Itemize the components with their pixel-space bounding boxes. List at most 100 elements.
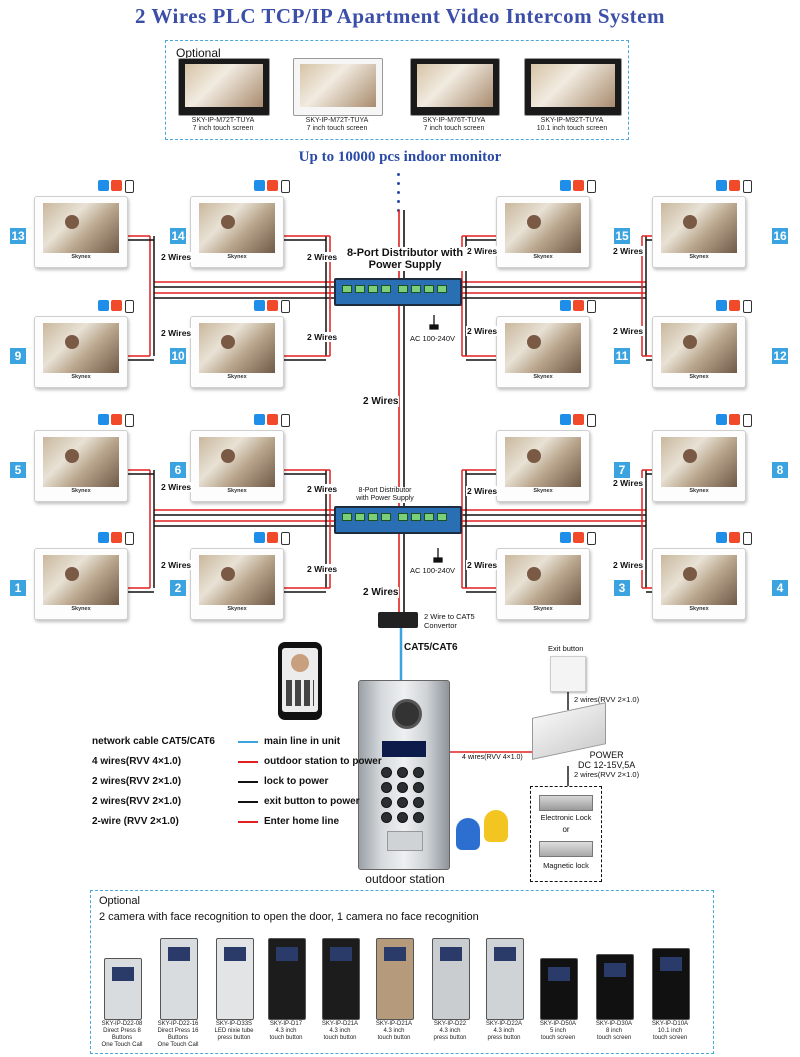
wires-rvv2-exit: 2 wires(RVV 2×1.0) — [574, 695, 640, 704]
indoor-monitor: Skynex — [652, 196, 746, 268]
monitor-brand: Skynex — [689, 488, 709, 494]
wires-rvv4: 4 wires(RVV 4×1.0) — [462, 754, 523, 761]
door-station-l2: 4.3 inch — [383, 1028, 405, 1034]
door-station-l3: One Touch Call — [157, 1042, 199, 1048]
convertor-label-line2: Convertor — [424, 621, 457, 630]
phone-icon — [281, 414, 290, 427]
wire-label: 2 Wires — [160, 328, 193, 338]
wire-label: 2 Wires — [466, 560, 499, 570]
convertor-box — [378, 612, 418, 628]
home-app-icon — [254, 180, 265, 191]
monitor-brand: Skynex — [71, 254, 91, 260]
door-station-2 — [160, 938, 198, 1020]
phone-icon — [125, 532, 134, 545]
legend-meaning: outdoor station to power — [264, 756, 382, 767]
indoor-monitor: Skynex — [652, 548, 746, 620]
keypad-key — [381, 782, 392, 793]
door-station-model: SKY-IP-D22 — [433, 1021, 467, 1027]
optional-monitor-desc: 10.1 inch touch screen — [536, 125, 608, 132]
home-app-icon — [98, 300, 109, 311]
wire-label: 2 Wires — [466, 246, 499, 256]
door-station-l3: press button — [217, 1035, 251, 1041]
keypad-key — [397, 782, 408, 793]
convertor-label-line1: 2 Wire to CAT5 — [424, 612, 475, 621]
app-icons — [254, 180, 298, 194]
wire-label: 2 Wires — [612, 560, 645, 570]
distributor-top-label-line1: 8-Port Distributor with — [346, 247, 464, 259]
electronic-lock-icon — [539, 795, 593, 811]
wire-label: 2 Wires — [306, 252, 339, 262]
door-station-model: SKY-IP-D22-16 — [157, 1021, 199, 1027]
tuya-app-icon — [729, 180, 740, 191]
page-title: 2 Wires PLC TCP/IP Apartment Video Inter… — [135, 4, 665, 28]
keypad-key — [413, 812, 424, 823]
door-station-l2: Direct Press 16 Buttons — [157, 1028, 199, 1041]
legend-cable: 4 wires(RVV 4×1.0) — [92, 756, 182, 767]
home-app-icon — [98, 532, 109, 543]
distributor-bottom — [334, 506, 462, 534]
tuya-app-icon — [573, 532, 584, 543]
keypad-key — [413, 767, 424, 778]
home-app-icon — [254, 300, 265, 311]
monitor-number-badge: 12 — [772, 348, 788, 364]
optional-monitor-desc: 7 inch touch screen — [192, 125, 254, 132]
phone-icon — [743, 532, 752, 545]
app-icons — [98, 532, 142, 546]
wire-label: 2 Wires — [612, 478, 645, 488]
distributor-top-label: 8-Port Distributor with Power Supply — [340, 247, 470, 271]
door-station-10 — [596, 954, 634, 1020]
phone-icon — [587, 300, 596, 313]
home-app-icon — [716, 180, 727, 191]
phone-icon — [281, 532, 290, 545]
home-app-icon — [560, 180, 571, 191]
indoor-monitor: Skynex — [34, 430, 128, 502]
up-to-label: Up to 10000 pcs indoor monitor — [298, 149, 502, 165]
monitor-number-badge: 11 — [614, 348, 630, 364]
keypad-key — [413, 797, 424, 808]
monitor-number-badge: 4 — [772, 580, 788, 596]
or-label: or — [562, 825, 570, 834]
phone-icon — [125, 300, 134, 313]
wire-label: 2 Wires — [612, 326, 645, 336]
monitor-number-badge: 5 — [10, 462, 26, 478]
monitor-brand: Skynex — [689, 254, 709, 260]
phone-icon — [743, 300, 752, 313]
door-station-l2: 5 inch — [549, 1028, 566, 1034]
optional-monitor-model: SKY-IP-M72T-TUYA — [191, 117, 255, 124]
phone-icon — [125, 180, 134, 193]
legend-meaning: exit button to power — [264, 796, 360, 807]
tuya-app-icon — [573, 414, 584, 425]
convertor-label: 2 Wire to CAT5 Convertor — [424, 612, 475, 630]
monitor-brand: Skynex — [227, 488, 247, 494]
indoor-monitor: Skynex — [496, 196, 590, 268]
app-icons — [98, 300, 142, 314]
smartphone — [278, 642, 322, 720]
monitor-brand: Skynex — [533, 374, 553, 380]
monitor-number-badge: 1 — [10, 580, 26, 596]
optional-monitor-model: SKY-IP-M76T-TUYA — [422, 117, 486, 124]
distributor-bottom-label-line2: with Power Supply — [356, 495, 414, 502]
keypad-key — [381, 812, 392, 823]
home-app-icon — [98, 180, 109, 191]
lock-box: Electronic Lock or Magnetic lock — [530, 786, 602, 882]
monitor-number-badge: 15 — [614, 228, 630, 244]
exit-button — [550, 656, 586, 692]
indoor-monitor: Skynex — [190, 196, 284, 268]
phone-icon — [281, 180, 290, 193]
distributor-bottom-label: 8-Port Distributor with Power Supply — [340, 487, 430, 503]
wire-label: 2 Wires — [160, 560, 193, 570]
door-station-l3: touch button — [269, 1035, 303, 1041]
door-station-11 — [652, 948, 690, 1020]
tuya-app-icon — [573, 180, 584, 191]
wires-rvv2-lock: 2 wires(RVV 2×1.0) — [574, 770, 640, 779]
door-station-6 — [376, 938, 414, 1020]
door-station-l2: Direct Press 8 Buttons — [103, 1028, 141, 1041]
door-station-model: SKY-IP-D10A — [651, 1021, 689, 1027]
app-icons — [98, 414, 142, 428]
door-station-1 — [104, 958, 142, 1020]
wire-label: 2 Wires — [612, 246, 645, 256]
optional-stations-box: Optional 2 camera with face recognition … — [90, 890, 714, 1054]
